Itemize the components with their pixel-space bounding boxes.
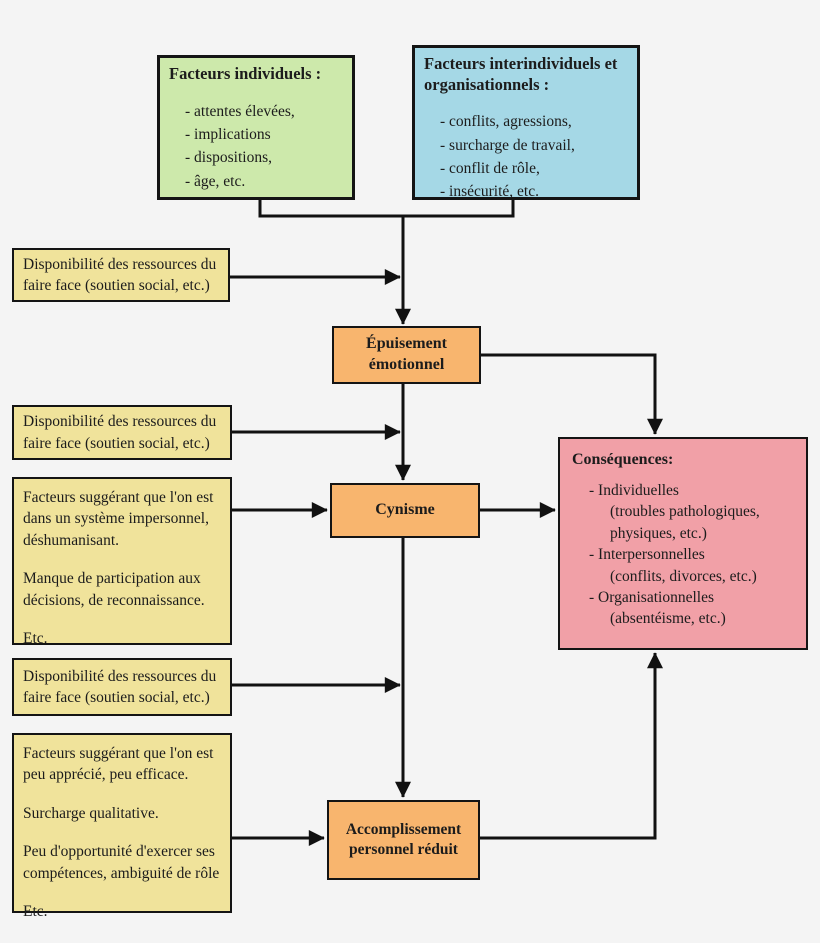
consequence-line: - Organisationnelles [589,588,714,606]
interindividual-factor-item: - conflit de rôle, [440,160,540,177]
consequence-line: - Interpersonnelles [589,546,705,564]
interindividual-factors-title: Facteurs interindividuels et organisatio… [424,54,618,94]
low-efficacy-factors-box: Facteurs suggérant que l'on est peu appr… [12,733,232,920]
consequence-line: (troubles pathologiques, [610,503,760,521]
factor-paragraph: Facteurs suggérant que l'on est peu appr… [23,745,214,784]
arrow-accomplishment-to-consequences [480,652,663,840]
consequence-line: physiques, etc.) [610,524,707,542]
reduced-accomplishment-label: Accomplissement personnel réduit [345,820,462,858]
interindividual-factors-box: Facteurs interindividuels et organisatio… [412,45,640,200]
individual-factor-item: - âge, etc. [185,172,246,190]
consequence-line: - Individuelles [589,482,679,500]
coping-resources-box-3: Disponibilité des ressources du faire fa… [12,658,232,716]
consequence-line: (conflits, divorces, etc.) [610,567,757,585]
factor-paragraph: Surcharge qualitative. [23,804,159,822]
reduced-accomplishment-box: Accomplissement personnel réduit [327,800,480,880]
cynicism-label: Cynisme [375,501,435,519]
interindividual-factor-item: - surcharge de travail, [440,136,575,154]
factor-paragraph: Etc. [23,629,48,647]
emotional-exhaustion-label: Épuisement émotionnel [366,335,447,373]
coping-resources-text: Disponibilité des ressources du faire fa… [23,413,217,452]
consequences-box: Conséquences: - Individuelles (troubles … [558,437,808,650]
coping-resources-text: Disponibilité des ressources du faire fa… [23,255,217,294]
factor-paragraph: Etc. [23,902,48,920]
cynicism-box: Cynisme [330,483,480,538]
factor-paragraph: Peu d'opportunité d'exercer ses compéten… [23,843,220,882]
individual-factor-item: - attentes élevées, [185,102,295,120]
emotional-exhaustion-box: Épuisement émotionnel [332,326,481,384]
consequences-title: Conséquences: [572,451,674,468]
individual-factors-box: Facteurs individuels : - attentes élevée… [157,55,355,200]
individual-factor-item: - implications [185,126,271,143]
coping-resources-box-2: Disponibilité des ressources du faire fa… [12,405,232,460]
factor-paragraph: Manque de participation aux décisions, d… [23,570,205,609]
coping-resources-text: Disponibilité des ressources du faire fa… [23,667,217,706]
interindividual-factor-item: - insécurité, etc. [440,183,539,201]
individual-factors-title: Facteurs individuels : [169,64,322,83]
factor-paragraph: Facteurs suggérant que l'on est dans un … [23,489,214,549]
interindividual-factor-item: - conflits, agressions, [440,113,572,131]
arrow-exhaustion-to-consequences [481,353,663,435]
impersonal-system-factors-box: Facteurs suggérant que l'on est dans un … [12,477,232,647]
consequence-line: (absentéisme, etc.) [610,610,726,628]
individual-factor-item: - dispositions, [185,149,272,167]
coping-resources-box-1: Disponibilité des ressources du faire fa… [12,248,230,302]
